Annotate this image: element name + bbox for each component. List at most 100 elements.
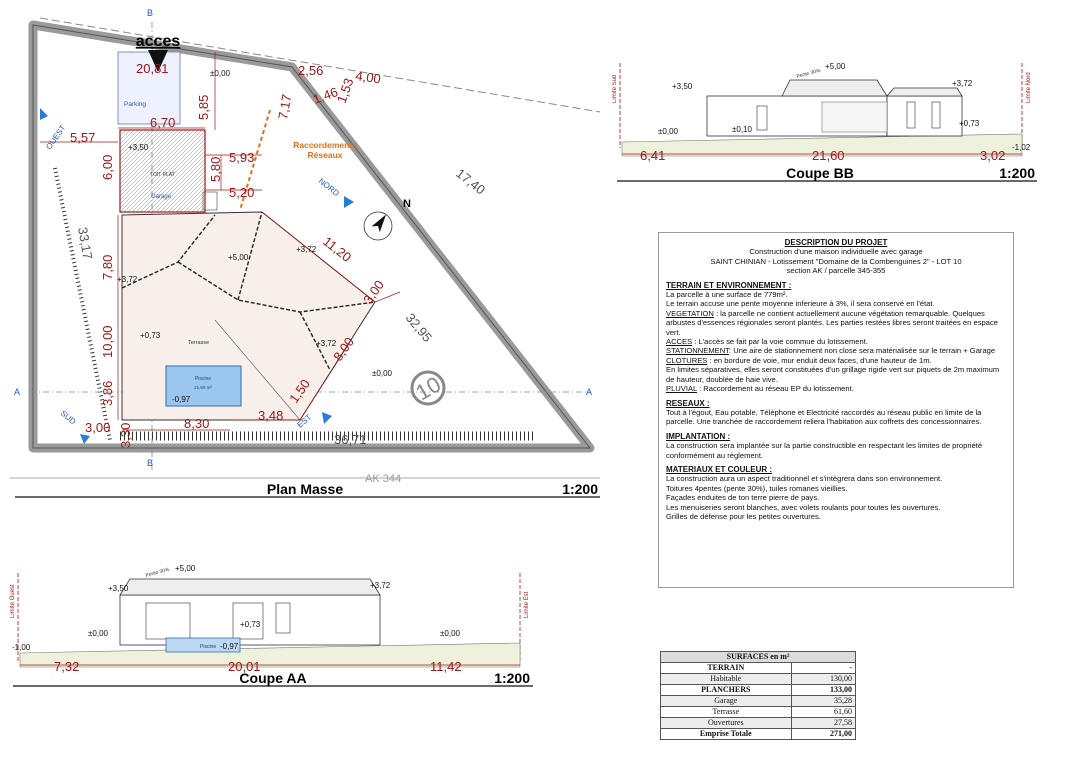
ouest-label: OUEST (44, 123, 67, 151)
dim-4-00: 4,00 (355, 68, 382, 86)
limit-ouest: Limite Ouest (10, 584, 16, 618)
roof (781, 79, 888, 97)
roof (119, 578, 381, 596)
dim-5-57: 5,57 (70, 130, 95, 145)
aa-level-right: +3,72 (370, 581, 391, 590)
aa-level-g3: -0,97 (220, 642, 239, 651)
parking-area (117, 51, 181, 125)
bb-level-left: +3,50 (672, 82, 693, 91)
terrace-edge (214, 319, 301, 421)
door (756, 105, 768, 131)
aa-dim-1: 7,32 (54, 659, 79, 674)
surfaces-label: PLANCHERS (660, 684, 792, 696)
bb-pente: Pente 30% (796, 68, 822, 80)
dim-3-30: 3,30 (118, 423, 133, 448)
section-a-left: A (14, 387, 20, 397)
dim-5-93: 5,93 (229, 150, 254, 165)
ouest-arrow-icon (40, 108, 48, 120)
sud-label: SUD (59, 409, 78, 427)
surfaces-label: Garage (660, 695, 792, 707)
surfaces-label: Habitable (660, 673, 792, 685)
desc-text: STATIONNEMENT: Une aire de stationnement… (666, 346, 996, 356)
surfaces-label: Emprise Totale (660, 728, 792, 740)
ak-label: AK 344 (365, 473, 401, 485)
dim-top-20-81: 20,81 (136, 61, 169, 76)
desc-text: Le terrain accuse une pente moyenne infe… (666, 299, 935, 309)
dim-36-71: 36,71 (334, 432, 367, 447)
coupe-bb-title: Coupe BB (786, 165, 854, 181)
surfaces-value: - (790, 662, 857, 674)
bb-level-right: +3,72 (952, 79, 973, 88)
aa-level-g1: ±0,00 (88, 629, 109, 638)
desc-reseaux-title: RESEAUX : (666, 398, 710, 408)
house-wall (119, 594, 381, 646)
desc-key: ACCES (666, 337, 693, 347)
window (232, 602, 264, 640)
desc-text: En limites séparatives, elles seront con… (666, 365, 1000, 384)
desc-materiaux-title: MATERIAUX ET COULEUR : (666, 464, 773, 474)
bb-dim-1: 6,41 (640, 148, 665, 163)
aa-piscine: Piscine (200, 644, 216, 650)
level-gate: ±0,00 (210, 69, 231, 78)
dim-7-17: 7,17 (275, 93, 294, 121)
toit-label: TOIT PLAT (150, 172, 175, 178)
desc-text: ACCES : L'accès se fait par la voie comm… (666, 337, 868, 347)
desc-text: Façades enduites de ton terre pierre de … (666, 493, 820, 503)
surfaces-value: 61,60 (790, 706, 857, 718)
north-arrow-circle (363, 211, 393, 241)
aa-dim-2: 20,01 (228, 659, 261, 674)
nord-label: NORD (317, 176, 341, 198)
dim-3-86: 3,86 (100, 381, 115, 406)
dim-10-00: 10,00 (100, 325, 115, 358)
aa-level-top: +5,00 (175, 564, 196, 573)
aa-level-g4: ±0,00 (440, 629, 461, 638)
project-description: DESCRIPTION DU PROJET Construction d'une… (658, 232, 1014, 588)
coupe-bb-drawing: Limite Sud Limite Nord 6,41 21,60 3,02 +… (612, 62, 1037, 182)
dim-5-80: 5,80 (208, 157, 223, 182)
north-letter: N (403, 198, 411, 210)
surfaces-row: TERRAIN- (660, 662, 857, 674)
roof-garage (886, 87, 963, 97)
roof-ridge (177, 261, 376, 313)
est-arrow-icon (322, 412, 332, 424)
lot-circle (410, 370, 446, 406)
dim-8-30: 8,30 (184, 416, 209, 431)
coupe-aa-drawing: Limite Ouest Limite Est Piscine 7,32 20,… (10, 564, 533, 687)
terrasse-label: Terrasse (188, 340, 209, 346)
dim-17-40: 17,40 (453, 166, 488, 198)
dim-5-20: 5,20 (229, 185, 254, 200)
coupe-aa-title: Coupe AA (239, 670, 306, 686)
desc-implantation-title: IMPLANTATION : (666, 431, 731, 441)
desc-intro-1: Construction d'une maison individuelle a… (749, 247, 923, 257)
bb-level-g1: ±0,10 (732, 125, 753, 134)
pool-section (165, 637, 241, 653)
window (906, 101, 916, 129)
desc-intro-3: section AK / parcelle 345-355 (786, 266, 886, 276)
desc-text: La parcelle à une surface de 779m². (666, 290, 788, 300)
limit-sud: Limite Sud (612, 75, 618, 103)
dim-7-80: 7,80 (100, 255, 115, 280)
desc-text: La construction aura un aspect tradition… (666, 474, 943, 484)
section-b-bottom: B (147, 458, 153, 468)
north-arrow-icon (371, 214, 387, 233)
desc-text: VEGETATION : la parcelle ne contient act… (666, 308, 998, 337)
terrace-window (821, 101, 888, 133)
level-terrace: +0,73 (140, 331, 161, 340)
dim-2-56: 2,56 (298, 63, 323, 78)
raccord-label: Raccordements (293, 140, 357, 150)
desc-text: Toitures 4pentes (pente 30%), tuiles rom… (666, 483, 848, 493)
dim-11-20: 11,20 (320, 234, 354, 265)
surfaces-value: 133,00 (790, 684, 857, 696)
dim-33-17: 33,17 (75, 226, 95, 261)
bb-dim-2: 21,60 (812, 148, 845, 163)
dimension-lines (40, 52, 401, 431)
dim-32-95: 32,95 (403, 310, 435, 345)
surfaces-value: 271,00 (790, 728, 857, 740)
aa-dim-3: 11,42 (430, 659, 462, 674)
roof-ridge (299, 311, 331, 371)
pool (165, 365, 242, 407)
piscine-label: Piscine (195, 376, 211, 382)
